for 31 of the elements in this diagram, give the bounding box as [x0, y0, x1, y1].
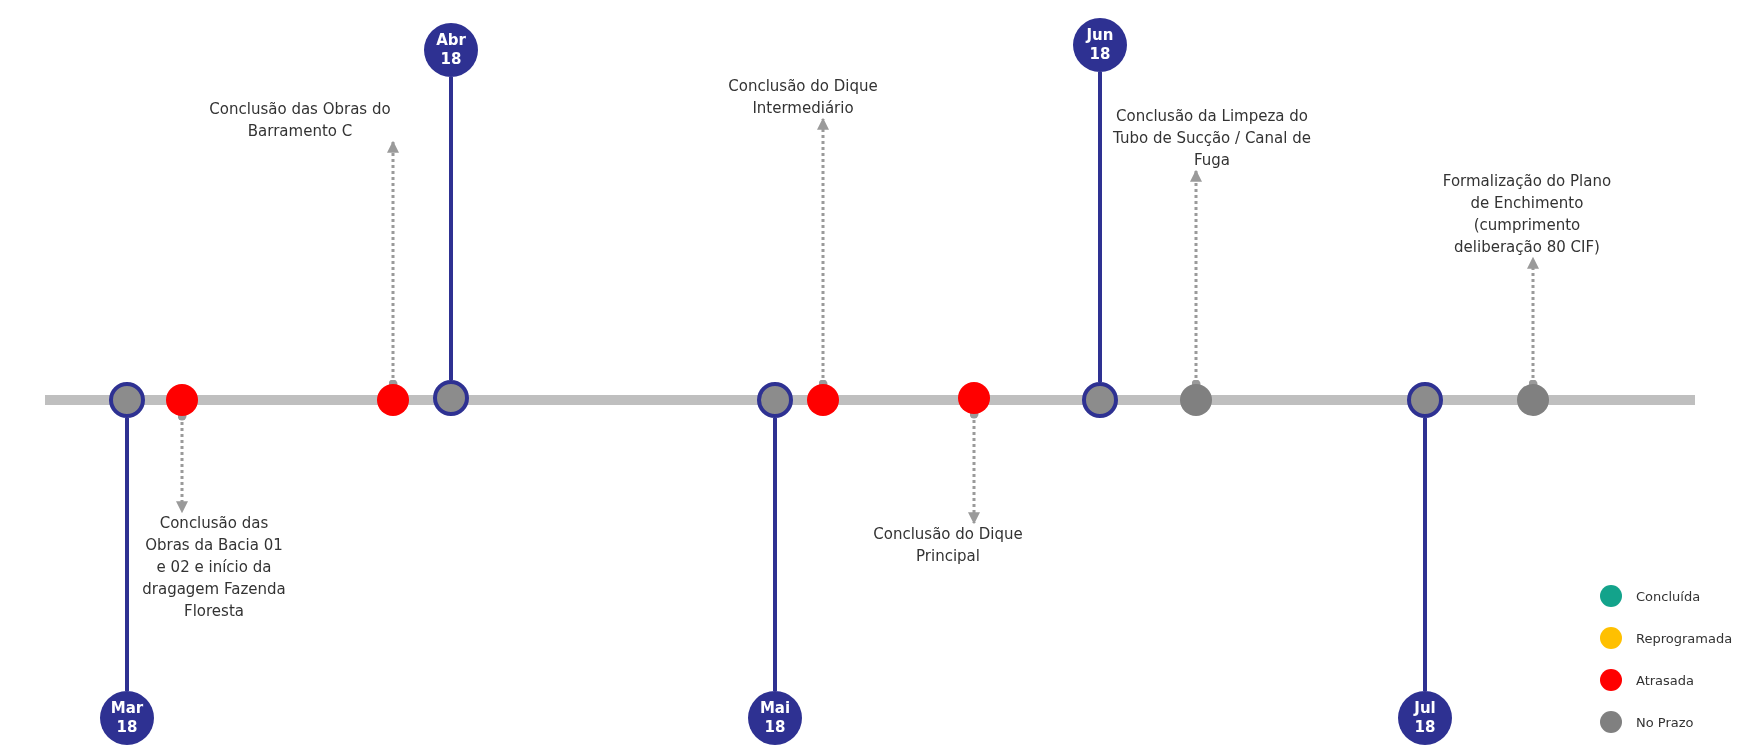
milestone-label: Conclusão do Dique Intermediário: [713, 75, 893, 119]
connector-line: [1423, 418, 1427, 691]
month-marker: [1407, 382, 1443, 418]
connector-line: [125, 418, 129, 691]
status-dot: [377, 384, 409, 416]
milestone-label: Conclusão das Obras do Barramento C: [195, 98, 405, 142]
status-dot: [807, 384, 839, 416]
legend-label: Atrasada: [1636, 672, 1695, 688]
month-marker: [433, 380, 469, 416]
connector-line: [449, 77, 453, 380]
status-dot: [958, 382, 990, 414]
status-dot: [1517, 384, 1549, 416]
legend-label: No Prazo: [1636, 714, 1694, 730]
milestone-label: Conclusão do Dique Principal: [858, 523, 1038, 567]
milestone-label: Formalização do Plano de Enchimento (cumprimento deliberação 80 CIF): [1432, 170, 1622, 258]
month-badge: Jul 18: [1398, 691, 1452, 745]
month-marker: [757, 382, 793, 418]
milestone-label: Conclusão da Limpeza do Tubo de Sucção / Canal de Fuga: [1112, 105, 1312, 171]
connector-line: [1098, 72, 1102, 382]
connector-line: [773, 418, 777, 691]
status-dot: [1180, 384, 1212, 416]
month-badge: Abr 18: [424, 23, 478, 77]
month-marker: [109, 382, 145, 418]
month-badge: Mai 18: [748, 691, 802, 745]
legend-label: Concluída: [1636, 588, 1701, 604]
month-badge: Mar 18: [100, 691, 154, 745]
month-badge: Jun 18: [1073, 18, 1127, 72]
legend-label: Reprogramada: [1636, 630, 1733, 646]
status-dot: [166, 384, 198, 416]
milestone-label: Conclusão das Obras da Bacia 01 e 02 e início da dragagem Fazenda Floresta: [140, 512, 288, 622]
month-marker: [1082, 382, 1118, 418]
